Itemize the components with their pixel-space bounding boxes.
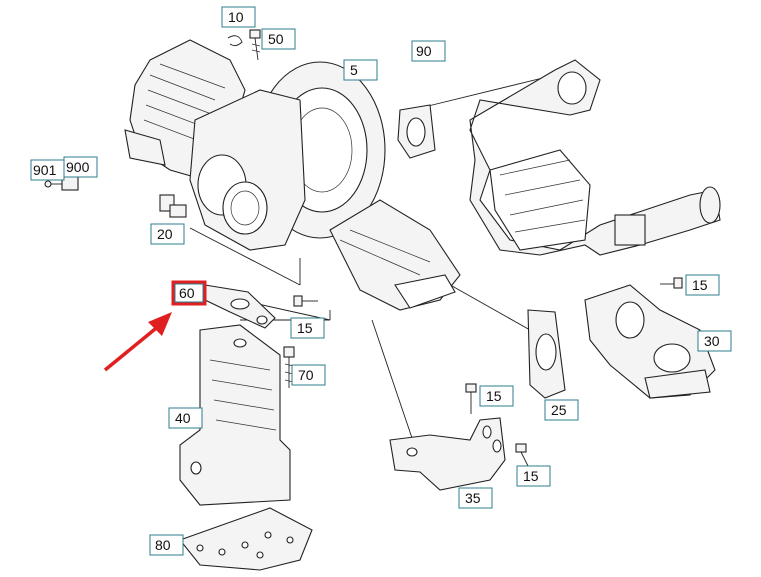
callout-10-text: 10 bbox=[228, 9, 244, 25]
bolt-15-upper bbox=[293, 295, 318, 307]
callout-15-lower[interactable]: 15 bbox=[516, 465, 551, 487]
callout-60-highlight bbox=[171, 280, 207, 306]
callout-5-text: 5 bbox=[350, 62, 358, 78]
callout-40[interactable]: 40 bbox=[168, 407, 203, 429]
bracket-40 bbox=[179, 324, 291, 506]
callout-30[interactable]: 30 bbox=[697, 330, 732, 352]
callout-15-lower-text: 15 bbox=[523, 468, 539, 484]
callout-25-text: 25 bbox=[551, 402, 567, 418]
bolt-50 bbox=[249, 29, 261, 61]
callout-40-text: 40 bbox=[175, 410, 191, 426]
callout-900[interactable]: 900 bbox=[63, 156, 98, 178]
gasket-90 bbox=[397, 104, 436, 159]
bracket-35 bbox=[389, 417, 506, 491]
callout-35-text: 35 bbox=[465, 490, 481, 506]
callout-15-upper-text: 15 bbox=[297, 320, 313, 336]
callout-70[interactable]: 70 bbox=[291, 364, 326, 386]
callout-90[interactable]: 90 bbox=[411, 40, 446, 62]
sensor-20 bbox=[159, 194, 187, 218]
turbocharger bbox=[124, 39, 461, 311]
callout-15-mid-text: 15 bbox=[486, 388, 502, 404]
callout-70-text: 70 bbox=[298, 367, 314, 383]
callout-25[interactable]: 25 bbox=[544, 399, 579, 421]
callout-15-right[interactable]: 15 bbox=[685, 274, 720, 296]
gasket-60 bbox=[204, 284, 276, 329]
callout-50-text: 50 bbox=[268, 31, 284, 47]
bolt-15-lower bbox=[515, 443, 529, 467]
red-pointer-arrow-icon bbox=[103, 312, 172, 372]
callout-60-text: 60 bbox=[179, 285, 195, 301]
bolt-15-mid bbox=[465, 383, 477, 414]
bolt-15-right bbox=[660, 277, 683, 289]
callout-20-text: 20 bbox=[157, 226, 173, 242]
exhaust-pipe-catalyst bbox=[469, 59, 721, 256]
callout-901[interactable]: 901 bbox=[30, 159, 65, 181]
callout-35[interactable]: 35 bbox=[458, 487, 493, 509]
callout-60[interactable]: 60 bbox=[171, 280, 207, 306]
callout-20[interactable]: 20 bbox=[150, 223, 185, 245]
flange-30 bbox=[584, 284, 716, 399]
gasket-80 bbox=[179, 507, 313, 571]
callout-15-mid[interactable]: 15 bbox=[479, 385, 514, 407]
callout-15-upper[interactable]: 15 bbox=[290, 317, 325, 339]
callout-901-text: 901 bbox=[33, 162, 57, 178]
gasket-25 bbox=[527, 309, 566, 399]
callout-900-text: 900 bbox=[66, 159, 90, 175]
callout-80[interactable]: 80 bbox=[149, 534, 184, 556]
callout-10[interactable]: 10 bbox=[221, 6, 256, 28]
callout-5[interactable]: 5 bbox=[343, 59, 378, 81]
callout-50[interactable]: 50 bbox=[261, 28, 296, 50]
clip-10 bbox=[227, 35, 243, 47]
callout-30-text: 30 bbox=[704, 333, 720, 349]
callout-15-right-text: 15 bbox=[692, 277, 708, 293]
callout-80-text: 80 bbox=[155, 537, 171, 553]
callout-90-text: 90 bbox=[416, 43, 432, 59]
